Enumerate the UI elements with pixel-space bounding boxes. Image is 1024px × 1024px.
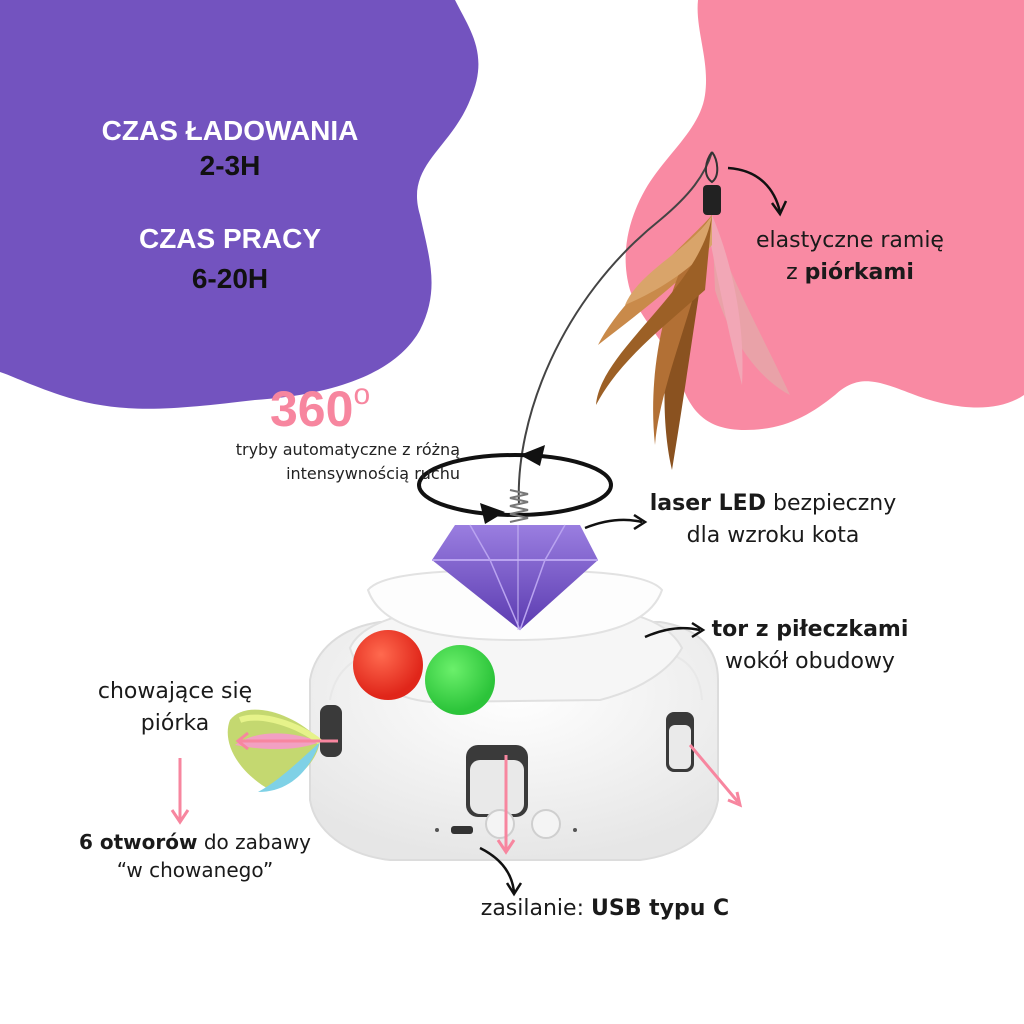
feather-holder bbox=[703, 185, 721, 215]
charging-label: CZAS ŁADOWANIA bbox=[101, 115, 359, 146]
power-label: zasilanie: USB typu C bbox=[480, 896, 730, 921]
feathers-label: chowające się piórka bbox=[97, 679, 253, 736]
pink-blob bbox=[625, 0, 1024, 430]
runtime-label: CZAS PRACY bbox=[138, 223, 321, 254]
holes-label: 6 otworów do zabawy “w chowanego” bbox=[78, 830, 312, 882]
rotation-description: tryby automatyczne z różną intensywności… bbox=[235, 440, 460, 483]
green-ball bbox=[425, 645, 495, 715]
wand-loop bbox=[705, 151, 719, 184]
gem-laser bbox=[432, 524, 598, 631]
curved-arrow-icon bbox=[479, 166, 788, 897]
red-ball bbox=[353, 630, 423, 700]
pink-arrows bbox=[170, 731, 743, 855]
charging-value: 2-3H bbox=[199, 150, 261, 181]
spring bbox=[509, 489, 529, 523]
rotation-degrees: 360o bbox=[270, 378, 371, 437]
runtime-value: 6-20H bbox=[191, 263, 269, 294]
wand-wire bbox=[517, 151, 713, 506]
purple-blob bbox=[0, 0, 479, 409]
arm-label: elastyczne ramię z piórkami bbox=[756, 228, 944, 285]
feather-bundle bbox=[596, 215, 790, 470]
laser-label: laser LED bezpieczny dla wzroku kota bbox=[649, 491, 897, 548]
track-label: tor z piłeczkami wokół obudowy bbox=[711, 617, 909, 674]
